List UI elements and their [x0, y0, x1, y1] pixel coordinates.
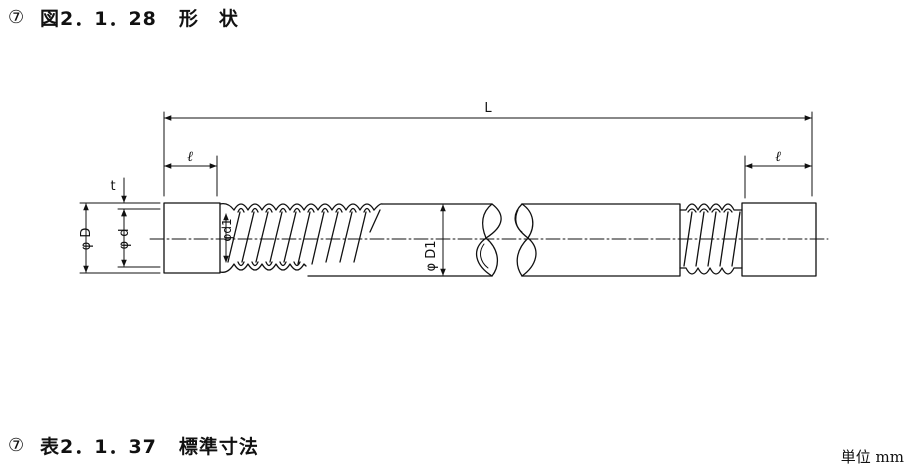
right-corrugation	[679, 203, 743, 211]
figure-title: 形 状	[178, 8, 239, 30]
unit-label: 単位 mm	[840, 448, 904, 466]
overall-length-label: L	[484, 101, 492, 116]
corrugation-inner-diameter-label: φd1	[220, 218, 234, 241]
body-diameter-label: φ D1	[424, 241, 439, 272]
table-title: 標準寸法	[178, 436, 259, 458]
end-length-left-label: ℓ	[187, 149, 193, 165]
left-fitting	[163, 202, 221, 274]
figure-marker: ⑦	[8, 7, 26, 28]
table-number: 表2．1．37	[40, 436, 157, 458]
right-body	[521, 203, 681, 277]
right-fitting	[741, 202, 817, 277]
figure-heading: ⑦ 図2．1．28 形 状	[8, 4, 239, 31]
wall-thickness-label: t	[110, 179, 115, 194]
corrugation-inner-crests	[237, 207, 371, 213]
table-heading: ⑦ 表2．1．37 標準寸法	[8, 432, 259, 459]
end-length-right-label: ℓ	[775, 149, 781, 165]
inner-diameter-label: φ d	[117, 229, 132, 250]
outer-diameter-label: φ D	[79, 228, 94, 251]
table-marker: ⑦	[8, 435, 26, 456]
corrugation-crests	[233, 203, 375, 211]
figure-number: 図2．1．28	[40, 8, 157, 30]
helix-lines	[227, 209, 381, 265]
